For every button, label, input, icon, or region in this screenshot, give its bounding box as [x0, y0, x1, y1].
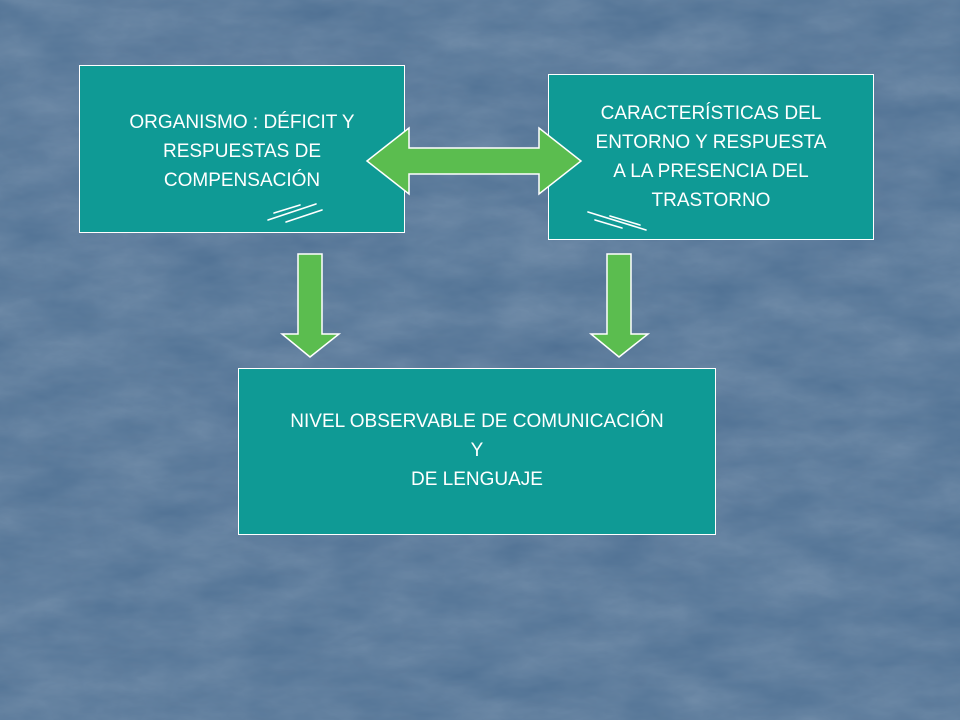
entorno-line: ENTORNO Y RESPUESTA [595, 132, 827, 153]
organismo-line: RESPUESTAS DE [162, 141, 322, 162]
entorno-box: CARACTERÍSTICAS DEL ENTORNO Y RESPUESTA … [548, 74, 874, 240]
organismo-line: ORGANISMO : DÉFICIT Y [129, 112, 355, 133]
entorno-line: CARACTERÍSTICAS DEL [600, 103, 822, 124]
nivel-box: NIVEL OBSERVABLE DE COMUNICACIÓN Y DE LE… [238, 368, 716, 535]
organismo-text: ORGANISMO : DÉFICIT Y RESPUESTAS DE COMP… [129, 108, 354, 195]
organismo-line: COMPENSACIÓN [163, 170, 321, 191]
entorno-line: A LA PRESENCIA DEL [613, 161, 809, 182]
entorno-text: CARACTERÍSTICAS DEL ENTORNO Y RESPUESTA … [596, 99, 827, 215]
nivel-line: DE LENGUAJE [411, 469, 543, 490]
nivel-text: NIVEL OBSERVABLE DE COMUNICACIÓN Y DE LE… [290, 407, 663, 494]
entorno-line: TRASTORNO [651, 190, 771, 211]
organismo-box: ORGANISMO : DÉFICIT Y RESPUESTAS DE COMP… [79, 65, 405, 233]
nivel-line: NIVEL OBSERVABLE DE COMUNICACIÓN [290, 411, 664, 432]
nivel-line: Y [470, 440, 484, 461]
